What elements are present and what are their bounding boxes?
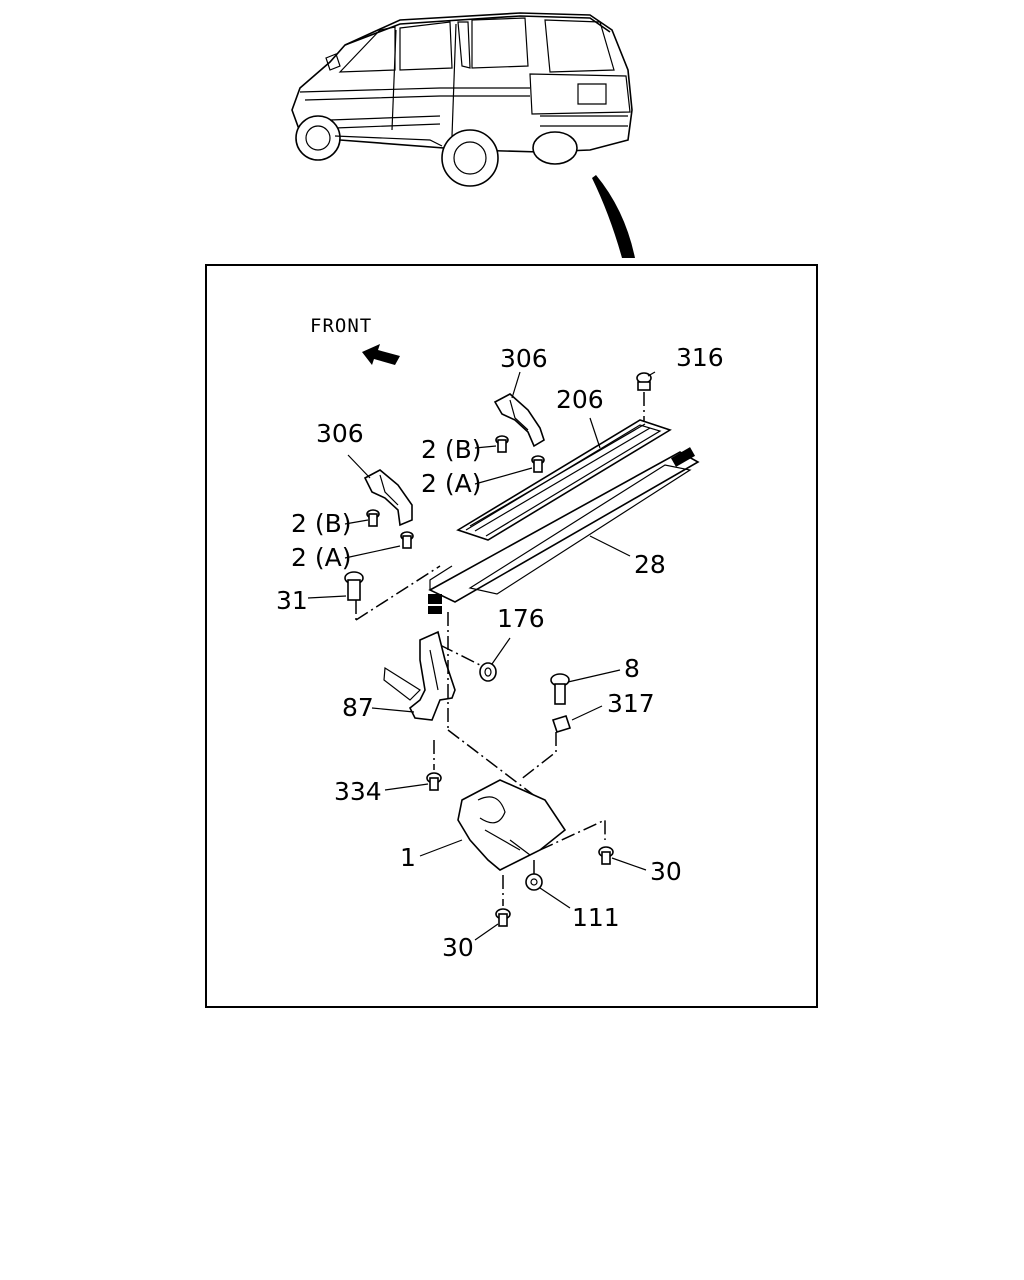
callout-316: 316 (676, 343, 724, 372)
callout-2a-right: 2 (A) (421, 469, 481, 498)
callout-30-bottom: 30 (442, 933, 474, 962)
callout-1: 1 (400, 843, 416, 872)
detail-frame (205, 264, 818, 1008)
bolt-316 (636, 372, 652, 391)
callout-30-right: 30 (650, 857, 682, 886)
callout-8: 8 (624, 654, 640, 683)
callout-28: 28 (634, 550, 666, 579)
callout-31: 31 (276, 586, 308, 615)
bolt-30-bottom (495, 908, 511, 927)
callout-111: 111 (572, 903, 620, 932)
callout-87: 87 (342, 693, 374, 722)
callout-317: 317 (607, 689, 655, 718)
bracket-1 (457, 779, 567, 871)
callout-306-right: 306 (500, 344, 548, 373)
step-pad-206 (456, 419, 672, 541)
clip-317 (551, 715, 572, 733)
callout-176: 176 (497, 604, 545, 633)
bolt-2b-left (366, 509, 380, 527)
bolt-334 (426, 772, 442, 791)
bolt-31 (344, 571, 364, 601)
nut-111 (525, 873, 543, 891)
step-board-28 (428, 447, 700, 614)
bracket-87 (383, 630, 456, 721)
callout-206: 206 (556, 385, 604, 414)
callout-2b-left: 2 (B) (291, 509, 352, 538)
callout-2b-right: 2 (B) (421, 435, 482, 464)
callout-2a-left: 2 (A) (291, 543, 351, 572)
pointer-arrow (592, 175, 635, 258)
leader-lines (307, 371, 656, 941)
bracket-306-left (363, 469, 413, 527)
bolt-8 (550, 673, 570, 705)
front-arrow-icon (362, 344, 400, 365)
bolt-2a-left (400, 531, 414, 549)
callout-306-left: 306 (316, 419, 364, 448)
vehicle-illustration (291, 12, 633, 187)
callout-334: 334 (334, 777, 382, 806)
bolt-30-right (598, 846, 614, 865)
bracket-306-right (493, 393, 545, 448)
front-label: FRONT (310, 315, 372, 337)
bolt-2b-right (495, 435, 509, 453)
bolt-2a-right (531, 455, 545, 473)
nut-176 (479, 662, 497, 682)
